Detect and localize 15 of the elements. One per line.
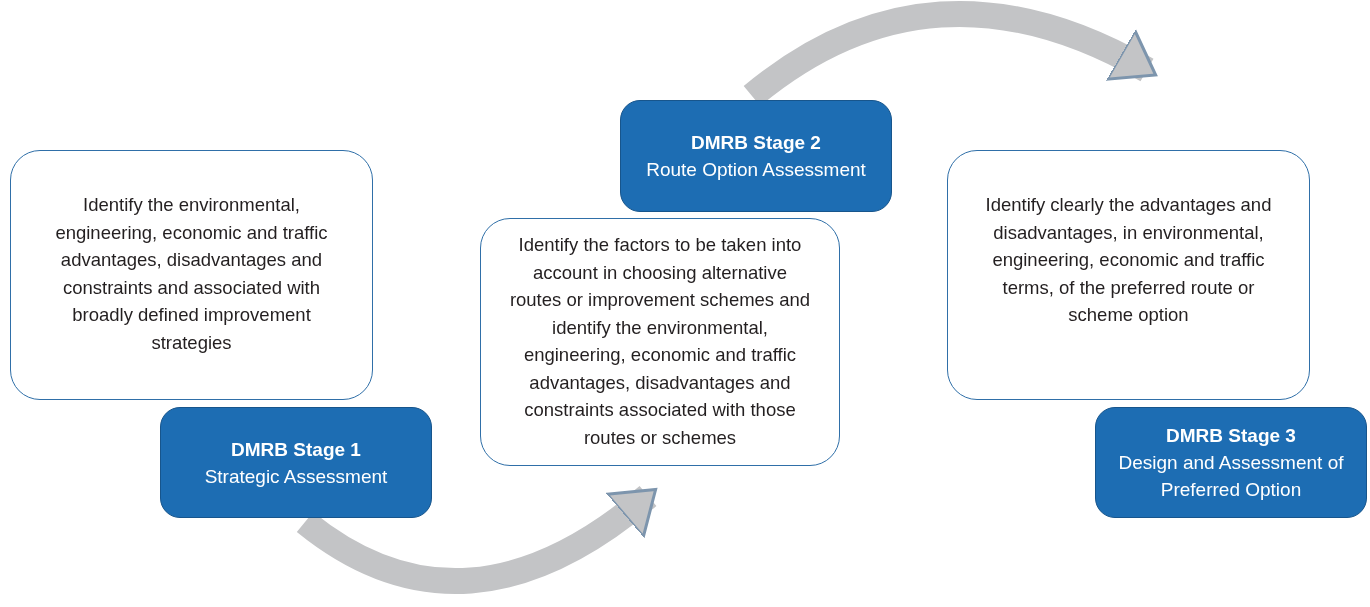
stage-box <box>160 407 432 518</box>
description-box <box>10 150 373 400</box>
stage-subtitle: Strategic Assessment <box>204 464 388 489</box>
stage-title: DMRB Stage 2 <box>691 131 821 155</box>
stage-subtitle: Design and Assessment of Preferred Option <box>1117 451 1345 502</box>
description-box <box>480 218 840 466</box>
description-text: Identify the environmental, engineering, economic and traffic advantages, disadvantages and constraints and associated with broadly defined improvement strategies <box>54 193 329 355</box>
stage-title: DMRB Stage 3 <box>1166 424 1296 448</box>
stage-box <box>1095 407 1367 518</box>
description-text: Identify clearly the advantages and disadvantages, in environmental, engineering, economic and traffic terms, of the preferred route or scheme option <box>984 193 1273 327</box>
stage-title: DMRB Stage 1 <box>231 437 361 462</box>
stage-subtitle: Route Option Assessment <box>646 158 866 182</box>
stage-box <box>620 100 892 212</box>
description-box <box>947 150 1310 400</box>
description-text: Identify the factors to be taken into account in choosing alternative routes or improvement schemes and identify the environmental, engineering, economic and traffic advantages, disadvantages and constraints associated with those routes or schemes <box>508 233 812 450</box>
